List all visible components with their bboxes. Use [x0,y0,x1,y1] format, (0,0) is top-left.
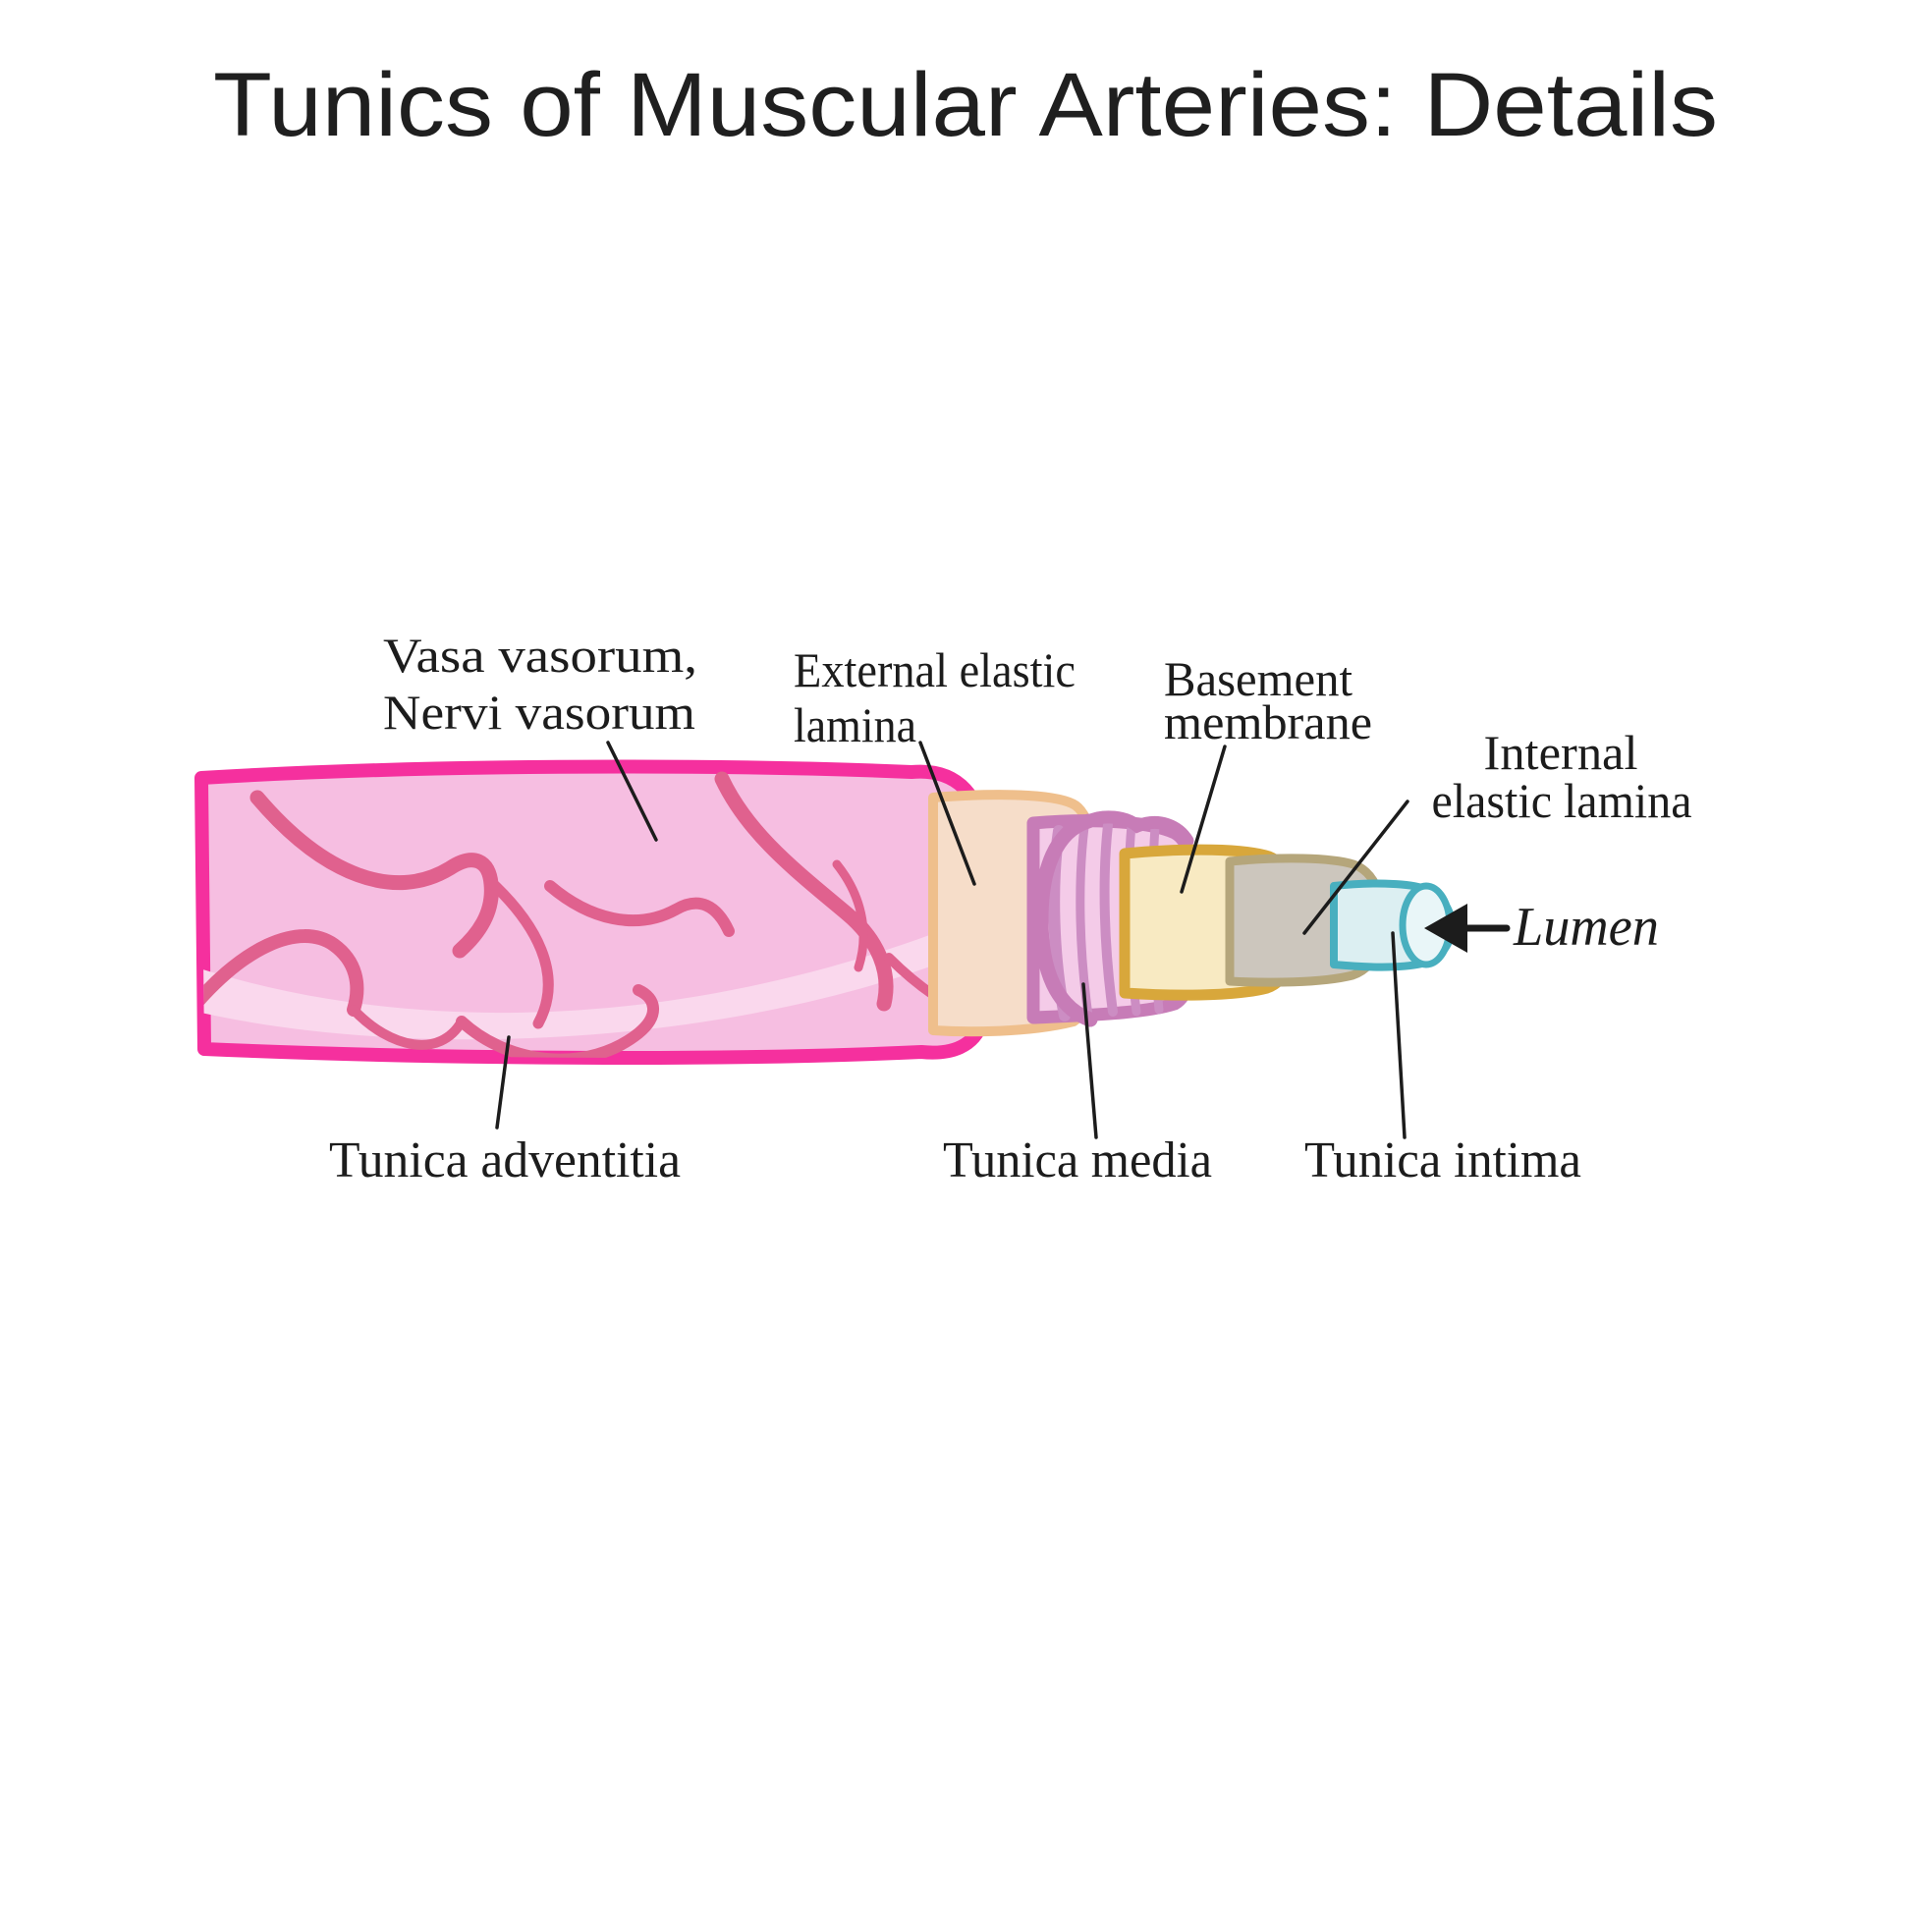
annotation-labels: Vasa vasorum, Nervi vasorum External ela… [329,628,1692,1188]
lumen-arrowhead-icon [1424,904,1467,953]
label-basement-membrane-line2: membrane [1164,694,1372,749]
leader-tunica-media [1081,982,1098,1139]
page-title: Tunics of Muscular Arteries: Details [213,55,1718,155]
lumen-arrow [1424,904,1511,953]
label-tunica-intima: Tunica intima [1304,1132,1581,1188]
tunica-adventitia-layer [194,759,1000,1066]
label-internal-elastic-lamina-line2: elastic lamina [1432,773,1692,828]
label-vasa-vasorum-line2: Nervi vasorum [383,685,695,740]
leader-lines [495,741,1409,1139]
label-lumen: Lumen [1513,897,1659,958]
label-external-elastic-lamina-line1: External elastic [794,642,1076,697]
leader-tunica-intima [1391,931,1407,1139]
leader-basement-membrane [1180,745,1227,894]
label-external-elastic-lamina-line2: lamina [794,697,916,752]
vasa-vasorum-vessels [201,771,987,1059]
label-vasa-vasorum-line1: Vasa vasorum, [383,628,697,683]
label-basement-membrane-line1: Basement [1164,651,1352,706]
leader-tunica-adventitia [495,1035,511,1130]
leader-vasa-vasorum [606,741,658,842]
media-left-cap-arc [1033,813,1098,1027]
label-internal-elastic-lamina-line1: Internal [1484,725,1638,780]
leader-external-elastic-lamina [918,741,976,886]
media-top-curl [1081,810,1194,848]
label-tunica-media: Tunica media [943,1132,1212,1188]
tube-sheen-highlight [201,911,990,1040]
leader-internal-elastic-lamina [1302,800,1409,935]
label-tunica-adventitia: Tunica adventitia [329,1132,681,1188]
